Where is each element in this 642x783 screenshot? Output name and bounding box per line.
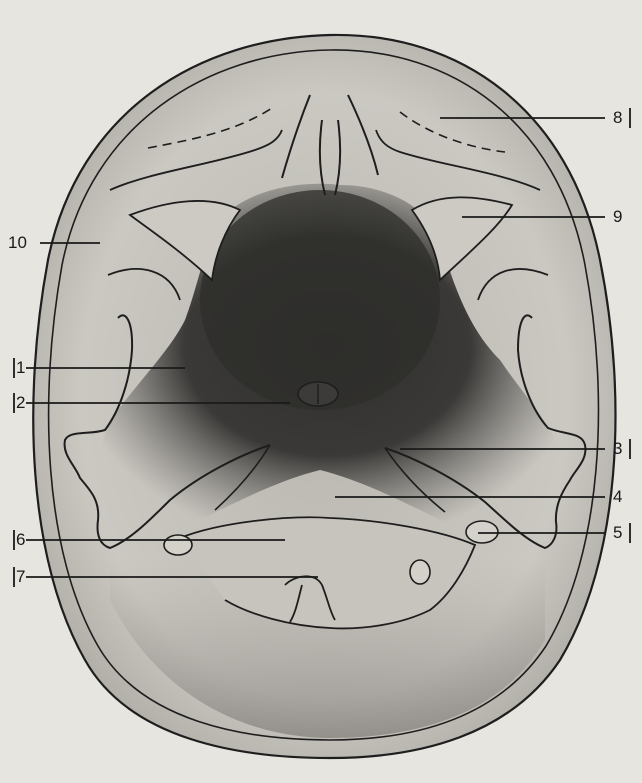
callout-3: 3	[613, 440, 622, 458]
right-jugular-foramen	[466, 521, 498, 543]
callout-9: 9	[613, 208, 622, 226]
callout-10: 10	[8, 234, 27, 252]
callout-7: 7	[16, 568, 25, 586]
callout-2: 2	[16, 394, 25, 412]
left-jugular-foramen	[164, 535, 192, 555]
hypoglossal-canal	[410, 560, 430, 584]
callout-8: 8	[613, 109, 622, 127]
central-fossa-core	[200, 190, 440, 410]
callout-6: 6	[16, 531, 25, 549]
callout-1: 1	[16, 359, 25, 377]
callout-5: 5	[613, 524, 622, 542]
callout-4: 4	[613, 488, 622, 506]
